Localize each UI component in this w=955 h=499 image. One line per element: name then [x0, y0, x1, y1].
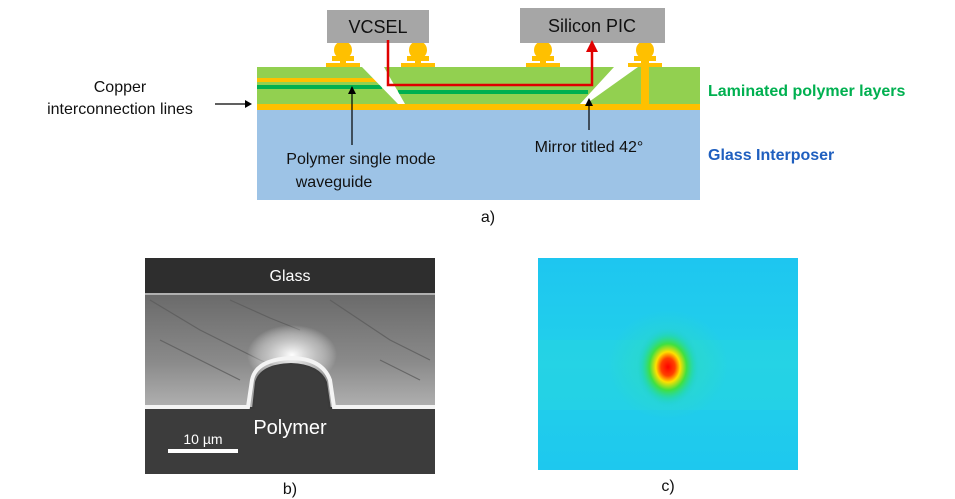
light-path-arrowhead [586, 40, 598, 52]
solder-bump [534, 41, 552, 59]
mode-image-c: c) [538, 258, 798, 495]
diagram-a: VCSEL Silicon PIC Copper interconnection… [47, 8, 906, 226]
copper-lines-label-1: Copper [94, 79, 147, 96]
copper-via [641, 60, 649, 106]
copper-line-bottom [257, 104, 700, 110]
waveguide-label-1: Polymer single mode [286, 151, 436, 168]
bump-pad [526, 63, 560, 67]
sem-crack [159, 339, 241, 381]
solder-bump [334, 41, 352, 59]
mirror-left [362, 67, 405, 104]
polymer-layers-label: Laminated polymer layers [708, 83, 906, 100]
vcsel-label: VCSEL [348, 17, 407, 37]
solder-bump [636, 41, 654, 59]
glass-interposer-label: Glass Interposer [708, 147, 834, 164]
waveguide-label-2: waveguide [295, 174, 373, 191]
copper-line-top [257, 78, 387, 82]
sem-surface-line [145, 355, 435, 409]
light-path [386, 40, 594, 87]
bump-pad [326, 63, 360, 67]
bump-pad [634, 56, 656, 61]
sem-crack [379, 359, 421, 381]
sem-glass-label: Glass [270, 268, 311, 285]
silicon-pic-chip [520, 8, 665, 43]
bump-pad [401, 63, 435, 67]
copper-lines-label-2: interconnection lines [47, 101, 193, 118]
caption-b: b) [283, 481, 297, 498]
waveguide-pointer-head [348, 86, 356, 94]
sem-crack [329, 299, 431, 361]
caption-c: c) [661, 478, 674, 495]
mirror-pointer-head [585, 98, 593, 106]
mirror-right [580, 67, 638, 104]
caption-a: a) [481, 209, 495, 226]
sem-polymer-label: Polymer [253, 417, 327, 439]
mirror-label: Mirror titled 42° [535, 139, 644, 156]
sem-texture [149, 299, 431, 386]
polymer-waveguide-mid [398, 90, 588, 94]
solder-bump [409, 41, 427, 59]
mode-spot [636, 327, 700, 407]
glass-interposer [257, 110, 700, 200]
vcsel-chip [327, 10, 429, 43]
sem-core-fill [254, 365, 329, 411]
bump-pad [407, 56, 429, 61]
sem-glass-band [145, 258, 435, 294]
polymer-waveguide [257, 85, 382, 89]
sem-polymer-base [145, 409, 435, 474]
scale-bar-label: 10 µm [183, 431, 222, 447]
bumps [326, 41, 662, 106]
bump-pad [332, 56, 354, 61]
silicon-pic-label: Silicon PIC [548, 16, 636, 36]
copper-lines-arrowhead [245, 100, 252, 108]
bump-pad [532, 56, 554, 61]
bump-pad [628, 63, 662, 67]
sem-image-b: Glass Polymer 10 µm b) [145, 258, 435, 498]
scale-bar [168, 449, 238, 453]
